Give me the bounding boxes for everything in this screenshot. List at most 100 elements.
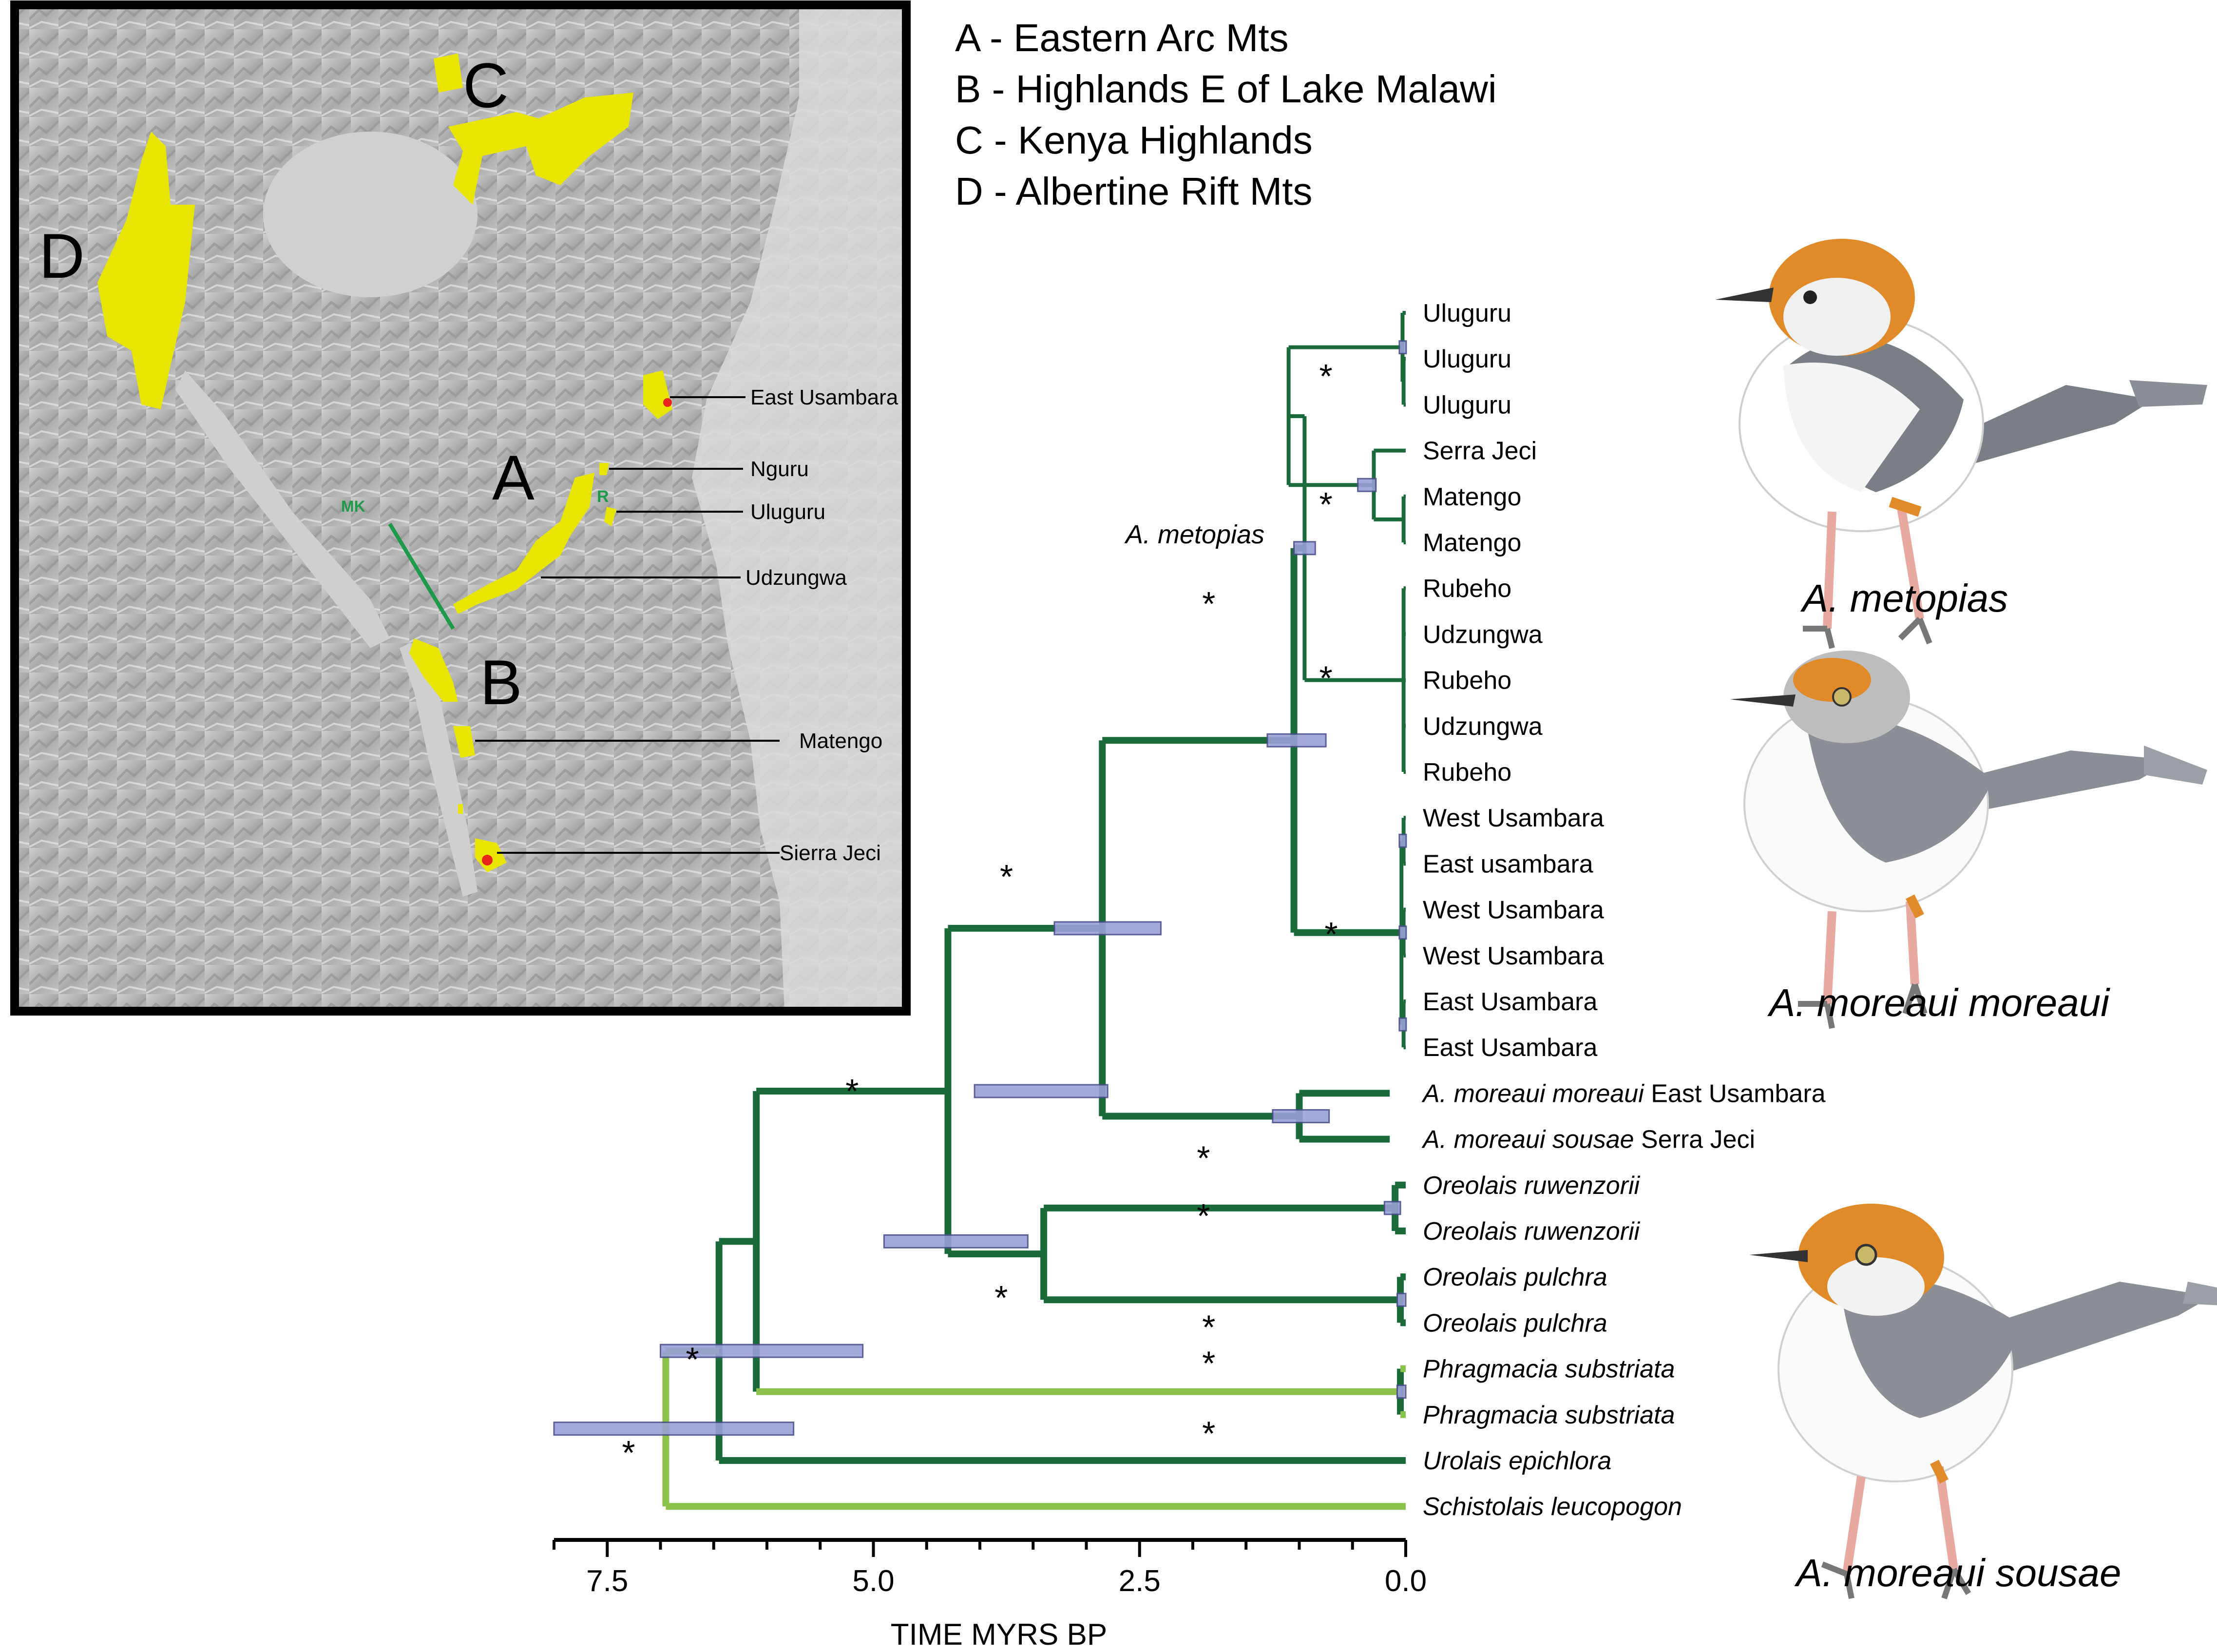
region-letter-d: D — [39, 220, 85, 291]
tip-label: Matengo — [1423, 529, 1521, 557]
support-marks: *************** — [622, 357, 1338, 1472]
tip-label: Rubeho — [1423, 575, 1511, 603]
label-nguru: Nguru — [750, 457, 809, 481]
tip-label: Uluguru — [1423, 391, 1511, 419]
tip-label: East Usambara — [1423, 1034, 1597, 1062]
region-letter-c: C — [463, 50, 509, 121]
support-star: * — [622, 1434, 635, 1472]
hpd-bar — [1396, 1384, 1407, 1399]
lake-malawi — [400, 643, 478, 897]
support-star: * — [1202, 1308, 1215, 1346]
map-frame — [10, 0, 911, 1016]
support-star: * — [1324, 915, 1338, 953]
tip-label: Phragmacia substriata — [1423, 1355, 1675, 1383]
support-star: * — [1202, 1345, 1215, 1383]
lake-victoria — [263, 132, 478, 297]
label-matengo: Matengo — [799, 729, 882, 753]
tip-label: Uluguru — [1423, 345, 1511, 373]
legend-b: B - Highlands E of Lake Malawi — [955, 67, 1497, 111]
bird-illustration-moreaui-moreaui — [1730, 651, 2207, 1029]
tip-label: A. moreaui moreaui East Usambara — [1421, 1079, 1826, 1108]
axis-tick-label: 5.0 — [852, 1564, 894, 1598]
highland-b — [409, 638, 507, 872]
support-star: * — [994, 1279, 1008, 1317]
label-east-usambara: East Usambara — [750, 385, 898, 409]
hpd-bar — [553, 1421, 795, 1436]
support-star: * — [686, 1341, 699, 1379]
highland-d — [97, 132, 195, 409]
hpd-bar — [1293, 541, 1316, 556]
highland-a — [453, 463, 616, 614]
region-letters: A B C D — [39, 50, 535, 718]
axis-tick-label: 2.5 — [1119, 1564, 1161, 1598]
legend-c: C - Kenya Highlands — [955, 118, 1313, 162]
tip-label: Oreolais pulchra — [1423, 1263, 1607, 1291]
leader-lines — [475, 396, 780, 854]
hpd-bar — [883, 1234, 1029, 1249]
tip-label: Udzungwa — [1423, 712, 1543, 741]
hpd-bar — [1053, 921, 1162, 936]
legend-a: A - Eastern Arc Mts — [955, 16, 1289, 59]
population-east-usambara — [663, 398, 672, 407]
tip-label: Schistolais leucopogon — [1423, 1493, 1682, 1521]
region-letter-a: A — [492, 442, 535, 513]
tip-label: Oreolais pulchra — [1423, 1309, 1607, 1337]
support-star: * — [1319, 659, 1333, 697]
hpd-bars — [553, 340, 1407, 1436]
support-star: * — [845, 1072, 859, 1110]
illustration-label-moreaui-sousae: A. moreaui sousae — [1794, 1551, 2121, 1594]
hpd-bar — [1396, 1292, 1407, 1307]
mk-line — [388, 522, 455, 630]
support-star: * — [1319, 485, 1333, 523]
hpd-bar — [1357, 478, 1377, 492]
highland-c — [434, 54, 633, 205]
highland-east-usambara — [643, 370, 672, 419]
hpd-bar — [660, 1344, 864, 1358]
map-panel: MK R East Usambara Nguru Uluguru Udzungw… — [10, 0, 911, 1016]
tip-label: Rubeho — [1423, 667, 1511, 695]
hpd-bar — [1272, 1109, 1330, 1123]
tip-label: Phragmacia substriata — [1423, 1401, 1675, 1429]
lake-tanganyika — [175, 370, 390, 648]
tip-label: Urolais epichlora — [1423, 1447, 1611, 1475]
label-uluguru: Uluguru — [750, 500, 825, 524]
support-star: * — [1202, 1415, 1215, 1453]
tip-label: Serra Jeci — [1423, 437, 1537, 465]
population-sierra-jeci — [482, 855, 493, 865]
tip-label: West Usambara — [1423, 942, 1604, 970]
support-star: * — [1197, 1139, 1210, 1177]
hpd-bar — [974, 1084, 1108, 1098]
legend-d: D - Albertine Rift Mts — [955, 170, 1313, 213]
hpd-bar — [1398, 925, 1407, 940]
tip-label: West Usambara — [1423, 804, 1604, 832]
ocean — [692, 5, 906, 1011]
mk-label: MK — [341, 498, 365, 515]
region-letter-b: B — [480, 647, 522, 718]
illustration-label-metopias: A. metopias — [1800, 576, 2008, 620]
tip-label: West Usambara — [1423, 896, 1604, 924]
illustration-label-moreaui-moreaui: A. moreaui moreaui — [1767, 981, 2110, 1024]
hpd-bar — [1266, 733, 1327, 748]
tip-label: Oreolais ruwenzorii — [1423, 1172, 1640, 1200]
region-legend: A - Eastern Arc Mts B - Highlands E of L… — [955, 16, 1497, 213]
support-star: * — [1000, 858, 1013, 896]
clade-label-metopias: A. metopias — [1124, 520, 1264, 549]
tip-label: Oreolais ruwenzorii — [1423, 1217, 1640, 1246]
tip-label: Udzungwa — [1423, 620, 1543, 649]
support-star: * — [1197, 1197, 1210, 1235]
support-star: * — [1202, 585, 1215, 623]
hpd-bar — [1398, 1017, 1407, 1032]
tip-label: Matengo — [1423, 483, 1521, 511]
highland-regions — [97, 54, 672, 872]
axis-title: TIME MYRS BP — [891, 1618, 1107, 1652]
tip-label: East usambara — [1423, 850, 1593, 878]
tip-label: East Usambara — [1423, 988, 1597, 1016]
hpd-bar — [1398, 340, 1407, 355]
label-sierra-jeci: Sierra Jeci — [780, 841, 881, 865]
bird-illustration-metopias — [1715, 239, 2207, 649]
label-udzungwa: Udzungwa — [745, 566, 847, 590]
tip-label: Rubeho — [1423, 758, 1511, 787]
